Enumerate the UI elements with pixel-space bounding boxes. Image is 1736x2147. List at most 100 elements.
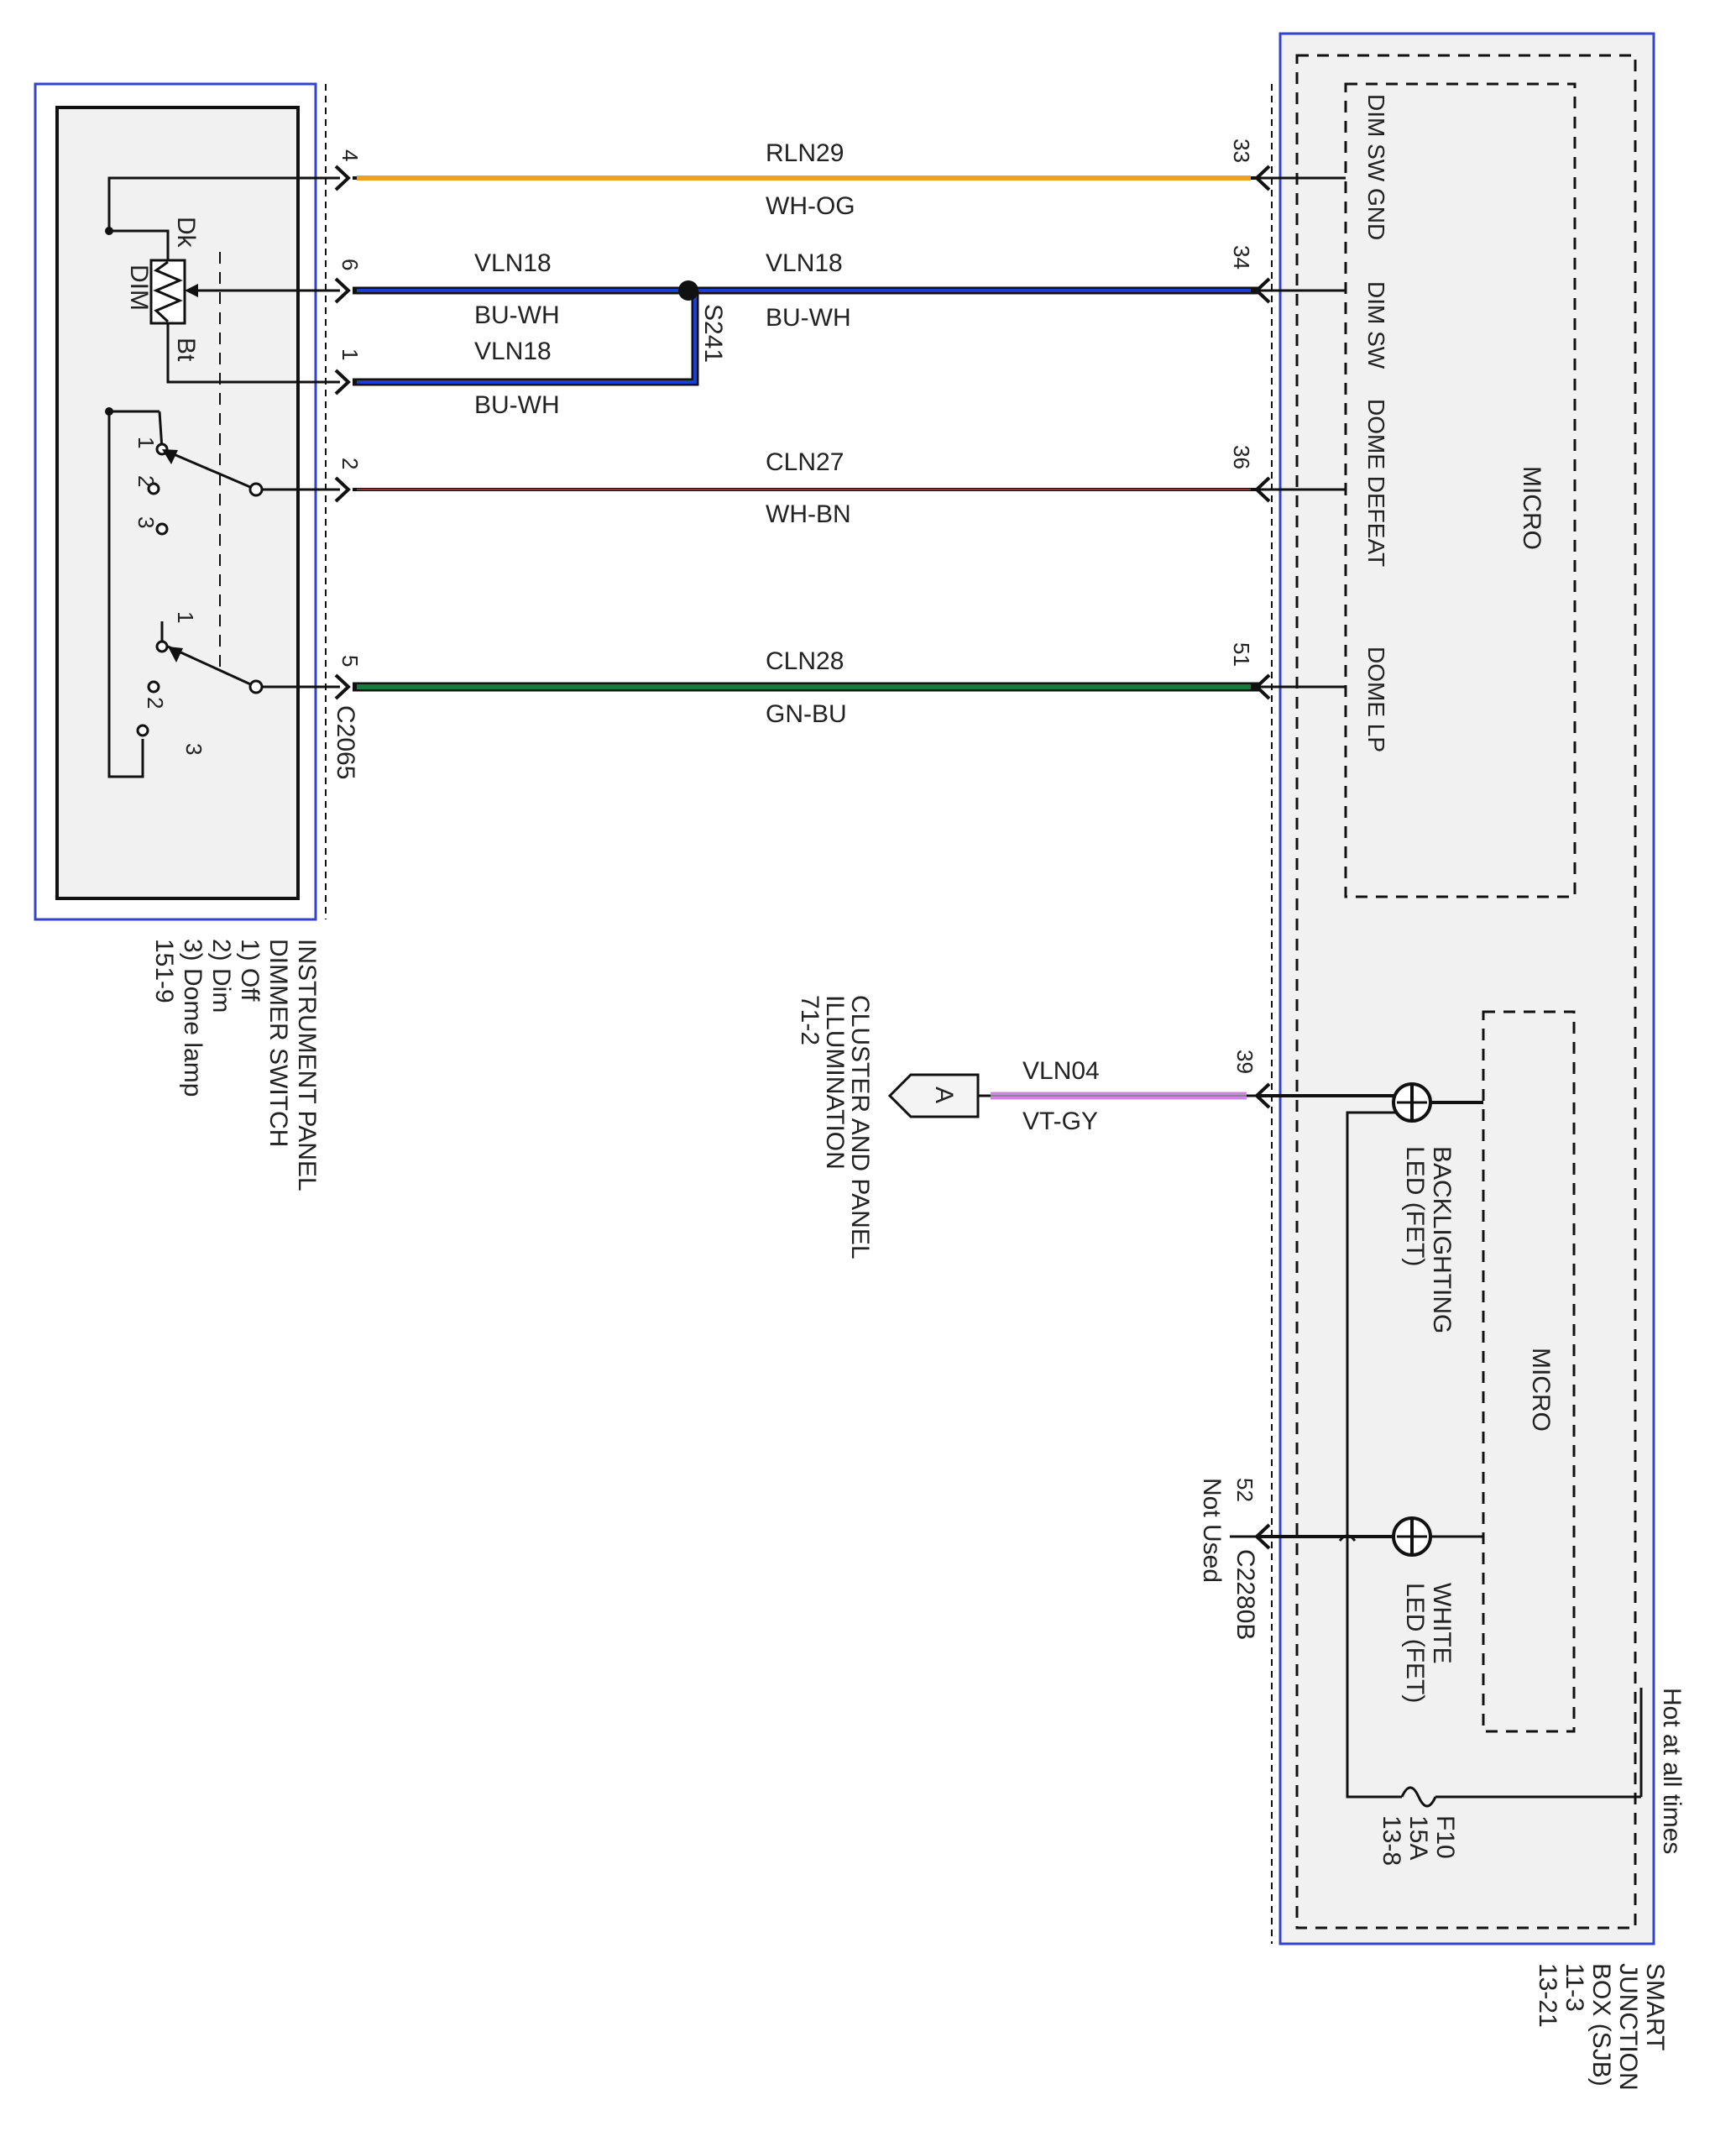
wire-cln27-color: WH-BN bbox=[766, 500, 851, 528]
cluster-label-line-1: CLUSTER AND PANEL bbox=[846, 995, 874, 1259]
pin-34-right: 34 bbox=[1229, 245, 1254, 270]
sjb-module: MICRO DIM SW GND DIM SW DOME DEFEAT DOME… bbox=[1198, 32, 1686, 2091]
pot-wiper-arrow-icon bbox=[185, 284, 198, 297]
connector-c2280b-label: C2280B bbox=[1231, 1549, 1259, 1640]
pot-label-dim: DIM bbox=[125, 264, 153, 311]
switch-upper-pos-2: 2 bbox=[133, 475, 159, 487]
dimmer-junction-dot bbox=[105, 407, 113, 416]
pin-6-left: 6 bbox=[337, 259, 363, 270]
wire-cln28-circuit: CLN28 bbox=[766, 647, 844, 675]
sjb-inner-dashed-box bbox=[1295, 54, 1637, 1930]
pin-51-right: 51 bbox=[1229, 642, 1254, 667]
dimmer-switch-outer-box bbox=[34, 82, 317, 921]
pin-33-right: 33 bbox=[1229, 139, 1254, 163]
wire-cln27: CLN27 WH-BN 2 36 bbox=[337, 445, 1259, 528]
switch-blade-end-lower bbox=[248, 679, 264, 694]
white-led-label-2: LED (FET) bbox=[1401, 1583, 1429, 1703]
dimmer-switch-inner-box bbox=[55, 106, 300, 900]
sjb-label-line-5: 13-21 bbox=[1534, 1963, 1561, 2028]
backlighting-led-label-1: BACKLIGHTING bbox=[1428, 1146, 1456, 1333]
hot-at-all-times-label: Hot at all times bbox=[1658, 1688, 1686, 1854]
not-used-label: Not Used bbox=[1198, 1478, 1226, 1583]
sjb-outer-box bbox=[1278, 32, 1655, 1945]
splice-s241-label: S241 bbox=[699, 304, 727, 363]
white-led-label-1: WHITE bbox=[1428, 1583, 1456, 1664]
arrow-pin-39-icon bbox=[1254, 1082, 1271, 1109]
switch-lower-pos-3: 3 bbox=[181, 743, 207, 755]
arrow-pin-51-icon bbox=[1254, 673, 1271, 700]
dimmer-junction-dot-2 bbox=[105, 227, 113, 235]
switch-arrow-lower-icon bbox=[168, 647, 183, 662]
signal-dim-sw-gnd: DIM SW GND bbox=[1363, 94, 1389, 240]
micro-lower-title: MICRO bbox=[1527, 1348, 1555, 1432]
arrow-pin-1-icon bbox=[334, 369, 351, 395]
backlighting-led-label-2: LED (FET) bbox=[1401, 1146, 1429, 1266]
micro-upper-title: MICRO bbox=[1518, 466, 1545, 550]
signal-dome-lp: DOME LP bbox=[1363, 647, 1389, 752]
wire-cln27-circuit: CLN27 bbox=[766, 448, 844, 476]
pin-4-left: 4 bbox=[337, 149, 363, 161]
wire-vln04-circuit: VLN04 bbox=[1022, 1057, 1100, 1085]
micro-lower-box bbox=[1482, 1010, 1576, 1733]
wire-cln28: CLN28 GN-BU 5 51 bbox=[337, 642, 1259, 728]
switch-arrow-upper-icon bbox=[162, 449, 178, 464]
dimmer-internal-wiring bbox=[107, 176, 340, 778]
wire-vln18-splice-branch: S241 VLN18 BU-WH 1 bbox=[337, 280, 727, 419]
wire-cln28-color: GN-BU bbox=[766, 700, 847, 728]
wire-vln18-main: VLN18 BU-WH VLN18 BU-WH 6 34 bbox=[337, 245, 1259, 332]
wire-rln29: RLN29 WH-OG 4 33 bbox=[337, 139, 1259, 220]
micro-upper-stubs bbox=[1259, 176, 1347, 689]
sjb-label-line-4: 11-3 bbox=[1561, 1963, 1588, 2012]
dimmer-switch-module: Dk DIM Bt 1 2 3 1 2 3 INSTRUMENT PANEL D… bbox=[34, 82, 359, 1191]
dimmer-label-line-6: 151-9 bbox=[150, 939, 178, 1003]
dimmer-switch-label: INSTRUMENT PANEL DIMMER SWITCH 1) Off 2)… bbox=[150, 939, 321, 1191]
dimmer-label-line-1: INSTRUMENT PANEL bbox=[293, 939, 321, 1191]
pot-label-dk: Dk bbox=[172, 217, 200, 249]
arrow-pin-2-icon bbox=[334, 476, 351, 503]
fuse-line-1: F10 bbox=[1431, 1815, 1459, 1859]
switch-blade-end-upper bbox=[248, 482, 264, 497]
cluster-label-line-3: 71-2 bbox=[796, 995, 824, 1045]
dimmer-label-line-2: DIMMER SWITCH bbox=[264, 939, 292, 1147]
not-used-pin: 52 bbox=[1232, 1478, 1258, 1502]
switch-contact-lower-2 bbox=[147, 680, 160, 694]
wire-rln29-circuit: RLN29 bbox=[766, 139, 844, 167]
arrow-pin-36-icon bbox=[1254, 476, 1271, 503]
arrow-pin-33-icon bbox=[1254, 165, 1271, 191]
dimmer-label-line-4: 2) Dim bbox=[207, 939, 235, 1013]
sjb-label-line-3: BOX (SJB) bbox=[1587, 1963, 1615, 2087]
arrow-pin-4-icon bbox=[334, 165, 351, 191]
switch-contact-lower-3 bbox=[136, 724, 149, 737]
switch-upper-pos-1: 1 bbox=[133, 437, 159, 448]
arrow-pin-34-icon bbox=[1254, 277, 1271, 304]
pin-5-left: 5 bbox=[337, 655, 363, 667]
cluster-label-line-2: ILLUMINATION bbox=[821, 995, 849, 1170]
fuse-line-2: 15A bbox=[1404, 1815, 1432, 1860]
fuse-f10-label: F10 15A 13-8 bbox=[1378, 1815, 1459, 1866]
wire-vln18-right-color: BU-WH bbox=[766, 304, 851, 332]
pot-label-bt: Bt bbox=[172, 338, 200, 362]
wire-vln18-left-color: BU-WH bbox=[474, 301, 560, 329]
switch-pivot-lower bbox=[155, 640, 169, 653]
dimmer-label-line-5: 3) Dome lamp bbox=[179, 939, 207, 1097]
pin-39-right: 39 bbox=[1232, 1050, 1258, 1074]
signal-dome-defeat: DOME DEFEAT bbox=[1363, 399, 1389, 567]
arrow-pin-5-icon bbox=[334, 673, 351, 700]
switch-lower-pos-1: 1 bbox=[173, 611, 198, 623]
pin-2-left: 2 bbox=[337, 458, 363, 469]
fuse-line-3: 13-8 bbox=[1378, 1815, 1405, 1866]
splice-s241-dot bbox=[678, 280, 698, 301]
wire-rln29-color: WH-OG bbox=[766, 192, 855, 220]
wire-vln18-left-circuit: VLN18 bbox=[474, 249, 552, 277]
switch-contact-upper-3 bbox=[155, 522, 169, 536]
switch-upper-pos-3: 3 bbox=[133, 516, 159, 528]
right-connector-arrows bbox=[1254, 165, 1271, 1109]
left-connector-arrows bbox=[334, 165, 351, 700]
wire-vln04: VLN04 VT-GY 39 bbox=[978, 1050, 1259, 1135]
arrow-pin-6-icon bbox=[334, 277, 351, 304]
wire-vln18-branch-color: BU-WH bbox=[474, 391, 560, 419]
cluster-flag-letter: A bbox=[930, 1087, 958, 1103]
signal-dim-sw: DIM SW bbox=[1363, 281, 1389, 369]
cluster-flag-icon bbox=[887, 1073, 980, 1118]
